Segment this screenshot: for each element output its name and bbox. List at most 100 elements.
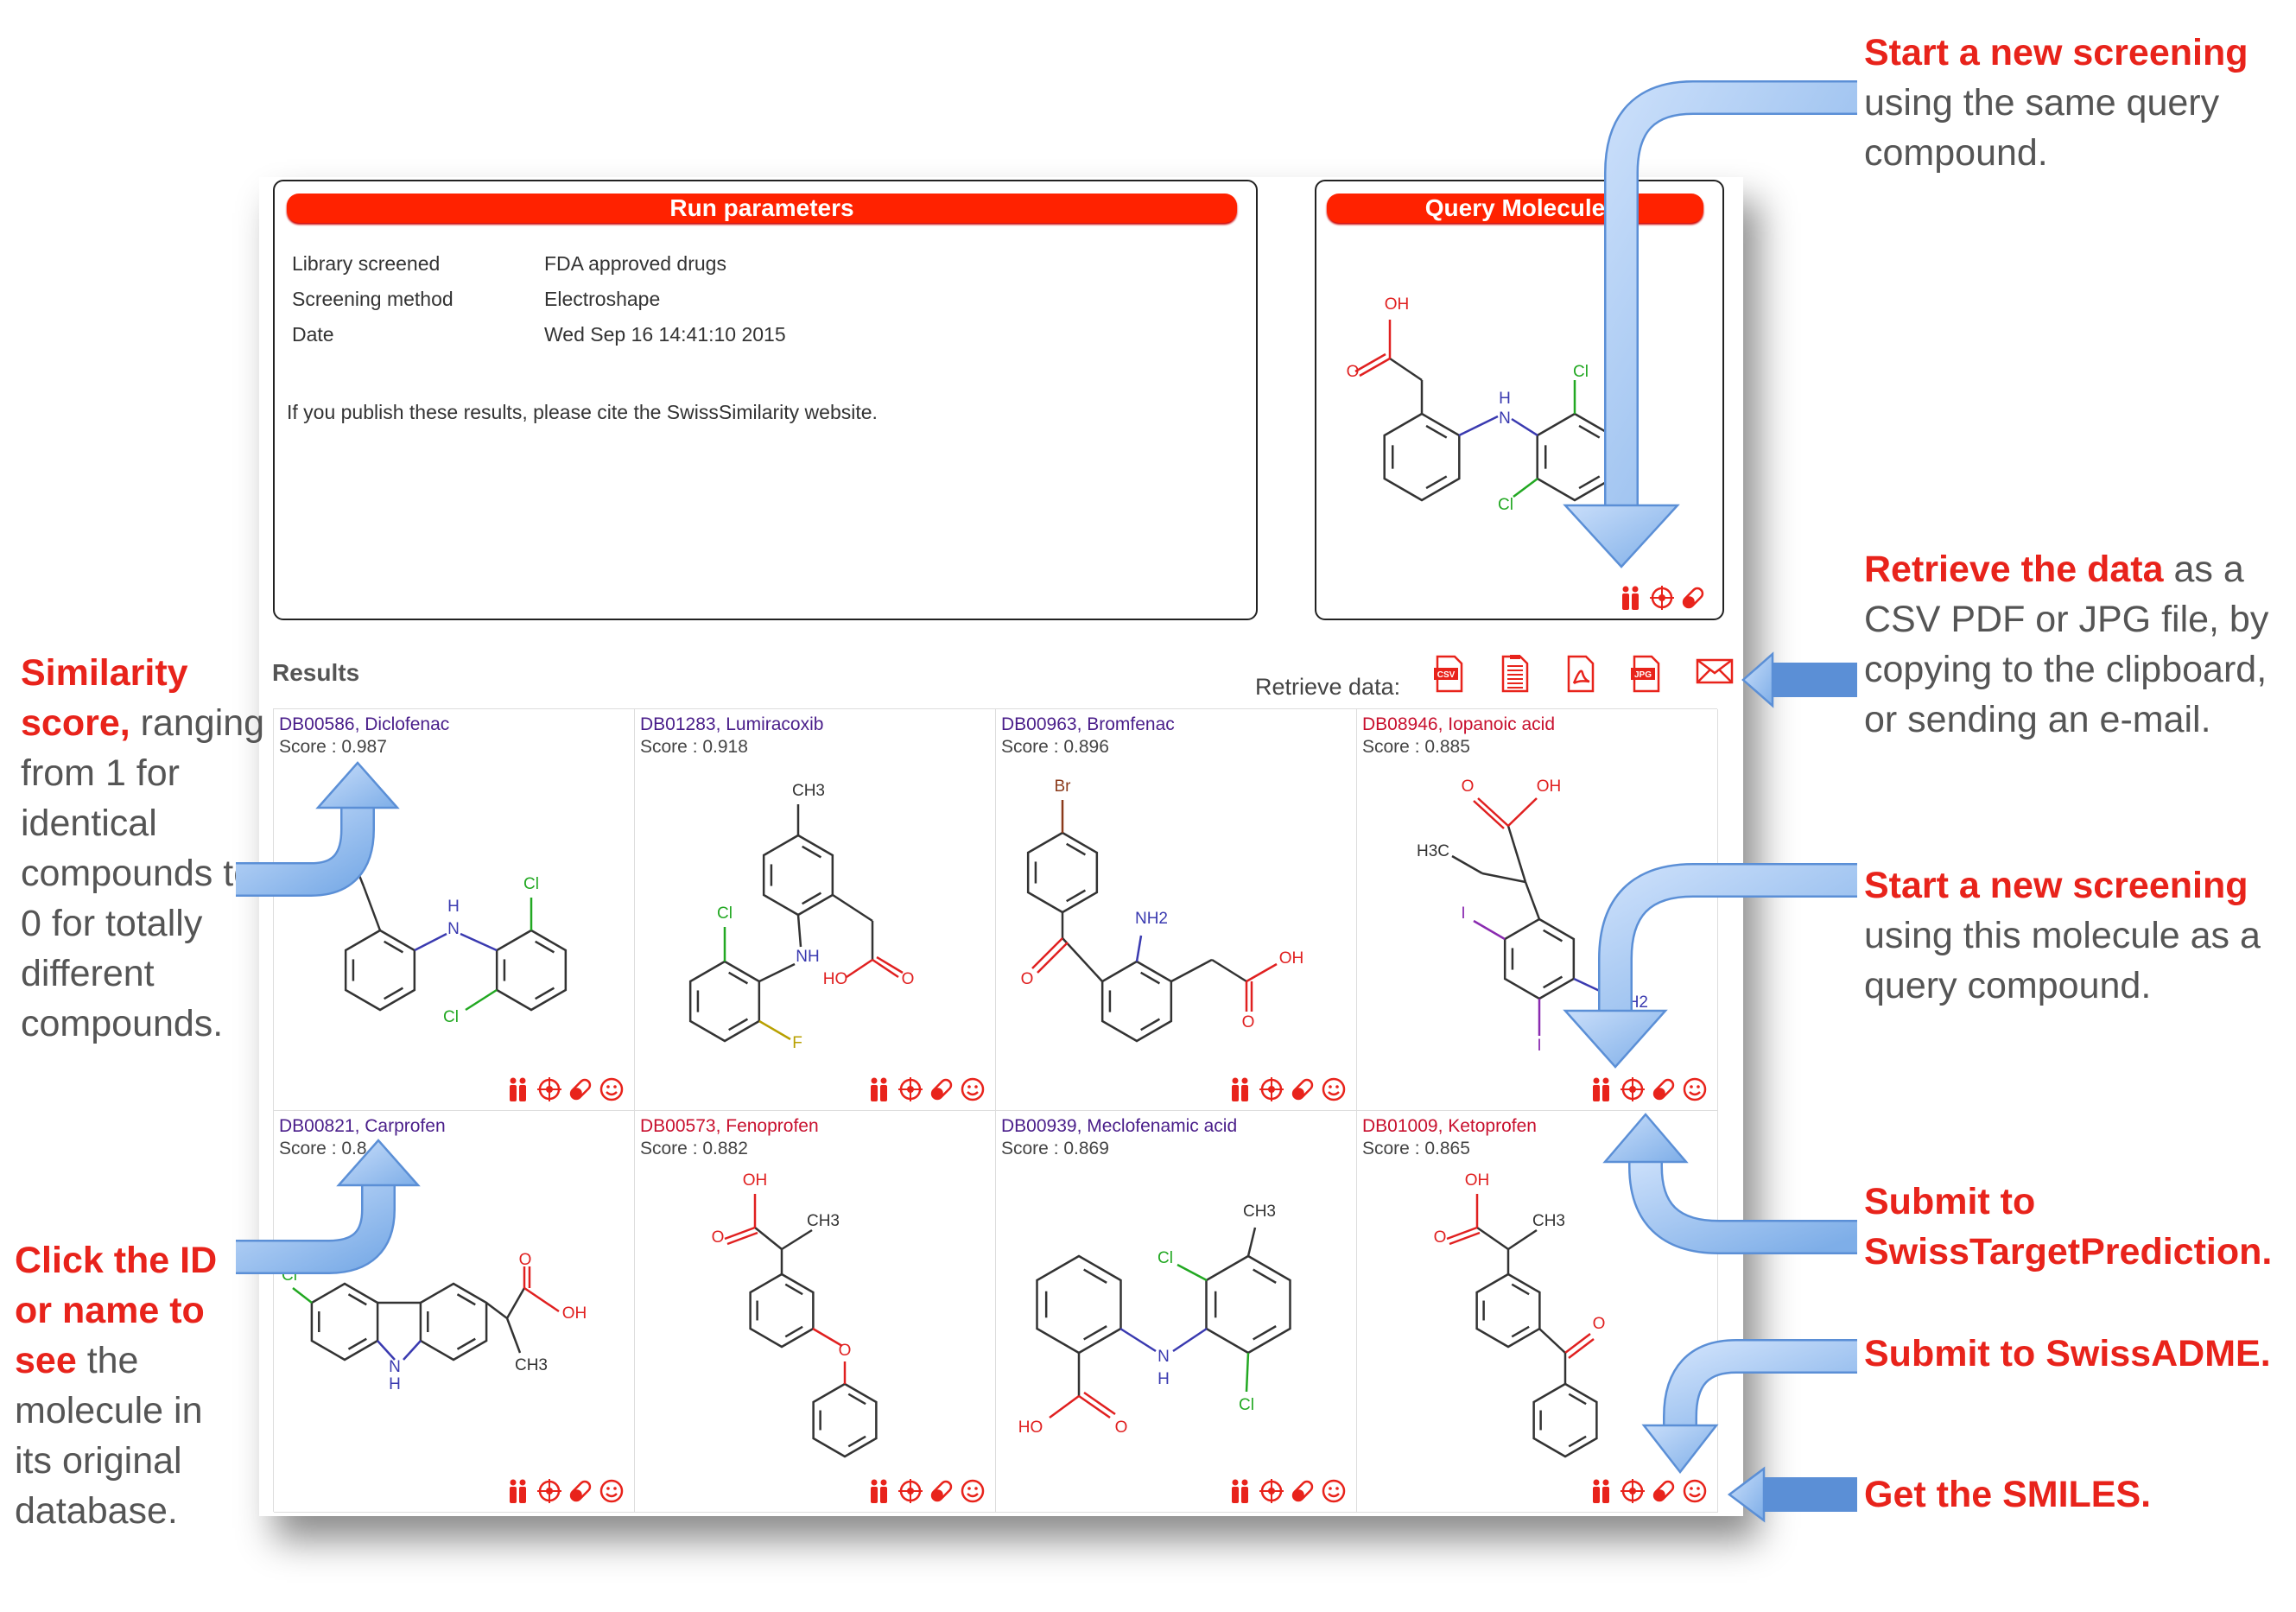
- bond: [1446, 1226, 1478, 1241]
- people-icon[interactable]: [1617, 584, 1645, 612]
- smiley-icon[interactable]: [1320, 1477, 1348, 1505]
- atom-label: NH: [796, 948, 819, 966]
- bond: [292, 1287, 313, 1304]
- people-icon[interactable]: [1588, 1076, 1615, 1103]
- run-parameters-title: Run parameters: [287, 194, 1237, 223]
- smiley-icon[interactable]: [959, 1076, 986, 1103]
- result-id-link[interactable]: DB00963, Bromfenac: [1001, 714, 1175, 734]
- people-icon[interactable]: [504, 1477, 532, 1505]
- retrieve-data-icons: CSV JPG: [1432, 654, 1735, 694]
- atom-label: OH: [562, 1304, 587, 1323]
- result-id-link[interactable]: DB00573, Fenoprofen: [640, 1116, 819, 1136]
- pill-icon[interactable]: [928, 1076, 955, 1103]
- similarity-score: Score : 0.882: [640, 1139, 748, 1158]
- bond: [505, 1287, 526, 1319]
- result-id-link[interactable]: DB00821, Carprofen: [279, 1116, 446, 1136]
- smiley-icon[interactable]: [598, 1076, 625, 1103]
- result-id-link[interactable]: DB01009, Ketoprofen: [1362, 1116, 1537, 1136]
- target-icon[interactable]: [1648, 584, 1676, 612]
- bond: [1389, 357, 1423, 382]
- target-icon[interactable]: [536, 1477, 563, 1505]
- bond: [1506, 825, 1527, 883]
- target-icon[interactable]: [536, 1076, 563, 1103]
- pill-icon[interactable]: [1289, 1076, 1316, 1103]
- annotation-bold: Get the SMILES.: [1864, 1474, 2152, 1515]
- pill-icon[interactable]: [928, 1477, 955, 1505]
- param-value: Wed Sep 16 14:41:10 2015: [544, 323, 786, 346]
- atom-label: HO: [1018, 1418, 1043, 1437]
- atom-label: H3C: [1417, 842, 1449, 860]
- smiley-icon[interactable]: [1681, 1076, 1709, 1103]
- benzene-ring: [688, 960, 761, 1043]
- atom-label: Br: [1055, 777, 1072, 796]
- pill-icon[interactable]: [1650, 1477, 1678, 1505]
- atom-label: O: [902, 970, 915, 988]
- bond: [505, 1317, 522, 1354]
- target-icon[interactable]: [897, 1477, 924, 1505]
- smiley-icon[interactable]: [959, 1477, 986, 1505]
- result-id-link[interactable]: DB00939, Meclofenamic acid: [1001, 1116, 1238, 1136]
- pill-icon[interactable]: [1289, 1477, 1316, 1505]
- bond: [1354, 352, 1386, 373]
- result-id-link[interactable]: DB08946, Iopanoic acid: [1362, 714, 1555, 734]
- bond: [1037, 942, 1069, 974]
- target-icon[interactable]: [1619, 1477, 1646, 1505]
- csv-file-icon[interactable]: CSV: [1432, 654, 1472, 694]
- bond: [726, 1231, 758, 1246]
- benzene-ring: [1475, 1272, 1541, 1349]
- annotation-text: as a CSV PDF or JPG file, by copying to …: [1864, 549, 2269, 740]
- result-id-link[interactable]: DB01283, Lumiracoxib: [640, 714, 824, 734]
- people-icon[interactable]: [1227, 1477, 1254, 1505]
- result-id-link[interactable]: DB00586, Diclofenac: [279, 714, 450, 734]
- results-heading: Results: [272, 659, 360, 686]
- pill-icon[interactable]: [567, 1477, 594, 1505]
- target-icon[interactable]: [897, 1076, 924, 1103]
- mail-icon[interactable]: [1695, 654, 1735, 694]
- people-icon[interactable]: [866, 1477, 893, 1505]
- pdf-file-icon[interactable]: [1563, 654, 1603, 694]
- target-icon[interactable]: [1258, 1076, 1285, 1103]
- similarity-score: Score : 0.987: [279, 737, 387, 757]
- atom-label: NH2: [1135, 910, 1168, 928]
- benzene-ring: [1383, 412, 1461, 502]
- jpg-file-icon[interactable]: JPG: [1629, 654, 1669, 694]
- atom-label: N: [1499, 409, 1511, 428]
- bond: [1481, 872, 1526, 884]
- pill-icon[interactable]: [567, 1076, 594, 1103]
- bond: [1473, 919, 1506, 941]
- atom-label: Cl: [1573, 363, 1589, 381]
- clipboard-icon[interactable]: [1498, 654, 1538, 694]
- smiley-icon[interactable]: [598, 1477, 625, 1505]
- target-icon[interactable]: [1619, 1076, 1646, 1103]
- people-icon[interactable]: [504, 1076, 532, 1103]
- smiley-icon[interactable]: [1681, 1477, 1709, 1505]
- pill-icon[interactable]: [1650, 1076, 1678, 1103]
- atom-label: I: [1461, 904, 1465, 923]
- people-icon[interactable]: [866, 1076, 893, 1103]
- target-icon[interactable]: [1258, 1477, 1285, 1505]
- bond: [1513, 478, 1538, 498]
- benzene-ring: [419, 1282, 488, 1361]
- people-icon[interactable]: [1227, 1076, 1254, 1103]
- benzene-ring: [1503, 917, 1576, 1000]
- annotation-new-screening-this: Start a new screening using this molecul…: [1864, 860, 2279, 1011]
- annotation-bold: Retrieve the data: [1864, 549, 2164, 590]
- smiley-icon[interactable]: [1320, 1076, 1348, 1103]
- people-icon[interactable]: [1588, 1477, 1615, 1505]
- svg-text:CSV: CSV: [1437, 670, 1456, 680]
- param-label: Screening method: [292, 288, 453, 310]
- result-actions: [866, 1477, 986, 1505]
- bond: [1062, 937, 1103, 982]
- similarity-score: Score : 0.865: [1362, 1139, 1470, 1158]
- atom-label: OH: [743, 1171, 768, 1190]
- bond: [414, 932, 447, 952]
- pill-icon[interactable]: [1679, 584, 1707, 612]
- atom-label: Cl: [282, 1266, 297, 1285]
